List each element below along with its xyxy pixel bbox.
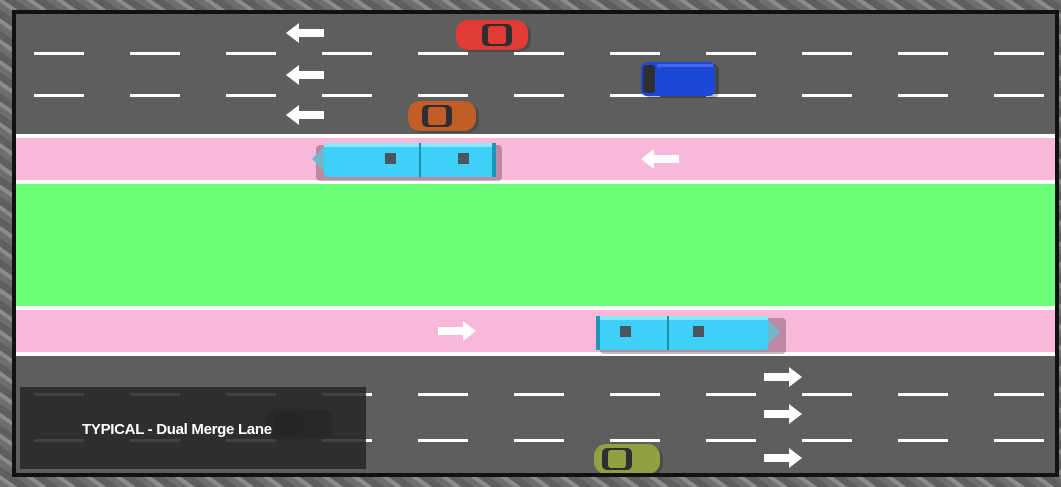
diagram-frame: TYPICAL - Dual Merge Lane (12, 10, 1059, 477)
edge-line-bottom (16, 352, 1055, 356)
green-median (16, 184, 1055, 306)
arrow-right-icon (764, 447, 802, 469)
arrow-left-icon (286, 22, 324, 44)
lane-divider-1 (16, 52, 1055, 55)
westbound-bus-lane (16, 138, 1055, 180)
roadway: TYPICAL - Dual Merge Lane (16, 14, 1055, 473)
red-car (456, 18, 532, 54)
lane-divider-4 (16, 439, 1055, 442)
westbound-bus (312, 141, 502, 181)
lane-divider-2 (16, 94, 1055, 97)
arrow-right-icon (764, 403, 802, 425)
arrow-right-icon (764, 366, 802, 388)
arrow-right-icon (438, 320, 476, 342)
legend-box: TYPICAL - Dual Merge Lane (20, 387, 366, 469)
legend-label: TYPICAL - Dual Merge Lane (82, 421, 272, 438)
edge-line-top (16, 134, 1055, 138)
orange-car (408, 99, 480, 135)
arrow-left-icon (286, 64, 324, 86)
bus-lane-edge-2 (16, 306, 1055, 310)
olive-car (594, 442, 664, 473)
lane-divider-3 (16, 393, 1055, 396)
blue-van (641, 60, 721, 98)
eastbound-bus-lane (16, 310, 1055, 352)
eastbound-bus (596, 314, 786, 354)
arrow-left-icon (286, 104, 324, 126)
arrow-left-icon (641, 148, 679, 170)
bus-lane-edge-1 (16, 180, 1055, 184)
